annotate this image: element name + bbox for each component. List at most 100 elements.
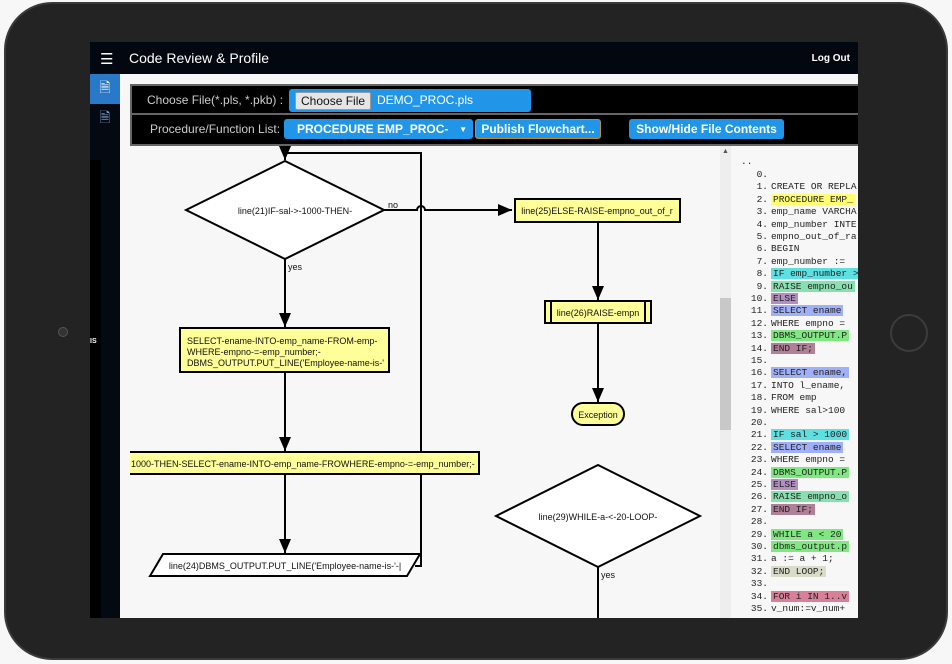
line-number: 21. <box>750 429 768 441</box>
code-text: ELSE <box>771 293 798 304</box>
decision-label: line(21)IF-sal->-1000-THEN- <box>238 206 352 216</box>
choose-file-button[interactable]: Choose File <box>295 92 372 110</box>
process-label: 1000-THEN-SELECT-ename-INTO-emp_name-FRO… <box>131 459 475 469</box>
code-line: 33. <box>731 578 771 590</box>
scroll-up-icon[interactable]: ▲ <box>722 148 729 155</box>
code-text: emp_number INTE <box>771 218 857 230</box>
code-text: WHERE empno = <box>771 454 846 466</box>
hamburger-icon[interactable]: ☰ <box>100 51 114 68</box>
code-text: RAISE empno_o <box>771 491 850 503</box>
code-text: PROCEDURE EMP_ <box>771 193 855 205</box>
code-text: BEGIN <box>771 243 800 255</box>
line-number: 11. <box>750 305 768 317</box>
logout-link[interactable]: Log Out <box>811 53 850 64</box>
line-number: 29. <box>750 528 768 540</box>
io-label: line(24)DBMS_OUTPUT.PUT_LINE('Employee-n… <box>169 561 401 571</box>
flowchart-canvas[interactable]: line(21)IF-sal->-1000-THEN- no yes SELEC… <box>130 146 718 618</box>
process-node-then <box>130 451 480 475</box>
app-title: Code Review & Profile <box>129 50 270 66</box>
sidebar-item-document-1[interactable]: 🗎 <box>90 74 120 104</box>
code-text: INTO l_ename, <box>771 379 846 391</box>
procedure-label: Procedure/Function List: <box>150 122 281 136</box>
code-line: 27.END IF; <box>731 503 815 516</box>
code-text: SELECT ename <box>771 305 844 317</box>
home-button[interactable] <box>890 314 928 352</box>
code-text: ELSE <box>771 479 798 490</box>
code-line: 0. <box>731 169 771 181</box>
line-number: 2. <box>756 193 768 205</box>
code-text: WHERE empno = <box>771 317 846 329</box>
line-number: 17. <box>750 379 768 391</box>
code-text: DBMS_OUTPUT.P <box>771 466 850 478</box>
scrollbar-thumb[interactable] <box>720 298 731 430</box>
code-line: 10.ELSE <box>731 293 798 305</box>
code-line: 15. <box>731 355 771 367</box>
procedure-row: Procedure/Function List: PROCEDURE EMP_P… <box>132 115 858 144</box>
decision-label: line(29)WHILE-a-<-20-LOOP- <box>539 512 658 522</box>
no-label: no <box>388 200 398 210</box>
code-line: 14.END IF; <box>731 342 815 355</box>
code-line: 9.RAISE empno_ou <box>731 280 855 293</box>
code-line: 2.PROCEDURE EMP_ <box>731 193 855 206</box>
publish-flowchart-button[interactable]: Publish Flowchart... <box>475 119 601 139</box>
code-line: 34.FOR i IN 1..v <box>731 590 850 603</box>
line-number: 1. <box>756 181 768 193</box>
code-text: RAISE empno_ou <box>771 280 855 292</box>
file-input[interactable]: Choose File DEMO_PROC.pls <box>289 89 531 112</box>
code-text: a := a + 1; <box>771 553 834 565</box>
code-text: IF sal > 1000 <box>771 429 850 441</box>
line-number: 6. <box>756 243 768 255</box>
chevron-down-icon: ▼ <box>459 124 467 134</box>
code-text: WHILE a < 20 <box>771 528 844 540</box>
code-text: v_num:=v_num+ <box>771 603 846 614</box>
line-number: 23. <box>750 454 768 466</box>
procedure-select[interactable]: PROCEDURE EMP_PROC- ▼ <box>284 119 473 139</box>
line-number: 34. <box>750 590 768 602</box>
line-number: 12. <box>750 317 768 329</box>
code-text: emp_name VARCHA <box>771 206 857 218</box>
code-text: emp_number := <box>771 255 846 267</box>
vertical-scrollbar[interactable]: ▲ <box>720 146 731 618</box>
flowchart-svg: line(21)IF-sal->-1000-THEN- no yes SELEC… <box>130 146 703 618</box>
line-number: 9. <box>756 280 768 292</box>
code-line: 24.DBMS_OUTPUT.P <box>731 466 850 479</box>
code-text: FOR i IN 1..v <box>771 590 850 602</box>
code-line: 23.WHERE empno = <box>731 454 845 466</box>
line-number: 3. <box>756 206 768 218</box>
sidebar-item-document-2[interactable]: 🗎 <box>90 104 120 134</box>
process-label: WHERE-empno-=-emp_number;- <box>187 347 321 357</box>
code-line: 30.dbms_output.p <box>731 541 850 553</box>
code-line: 26.RAISE empno_o <box>731 491 850 503</box>
line-number: 13. <box>750 330 768 342</box>
code-text: DBMS_OUTPUT.P <box>771 330 850 342</box>
line-number: 4. <box>756 218 768 230</box>
code-text: SELECT ename <box>771 441 844 453</box>
line-number: 35. <box>750 603 768 614</box>
code-line: 28. <box>731 516 771 528</box>
io-node-output <box>148 553 422 577</box>
procedure-select-value: PROCEDURE EMP_PROC- <box>297 122 449 136</box>
line-number: 31. <box>750 553 768 565</box>
line-number: 22. <box>750 441 768 453</box>
line-number: 24. <box>750 466 768 478</box>
file-name: DEMO_PROC.pls <box>377 93 474 107</box>
process-label: SELECT-ename-INTO-emp_name-FROM-emp- <box>187 336 377 346</box>
top-bar: ☰ Code Review & Profile Log Out <box>90 42 858 74</box>
show-hide-file-contents-button[interactable]: Show/Hide File Contents <box>629 119 784 139</box>
connector-no <box>384 204 512 216</box>
code-text: IF emp_number > <box>771 268 858 280</box>
line-number: 20. <box>750 417 768 428</box>
decision-node-while <box>493 463 703 569</box>
line-number: 25. <box>750 479 768 490</box>
line-number: 7. <box>756 255 768 267</box>
line-number: 28. <box>750 516 768 528</box>
code-line: 5.empno_out_of_ra <box>731 231 857 243</box>
code-line: 25.ELSE <box>731 479 798 491</box>
document-icon: 🗎 <box>99 79 111 95</box>
line-number: 18. <box>750 392 768 404</box>
code-line: 4.emp_number INTE <box>731 219 857 231</box>
terminator-node <box>571 402 625 426</box>
process-node-select <box>179 327 390 373</box>
loop-connector <box>285 152 422 567</box>
